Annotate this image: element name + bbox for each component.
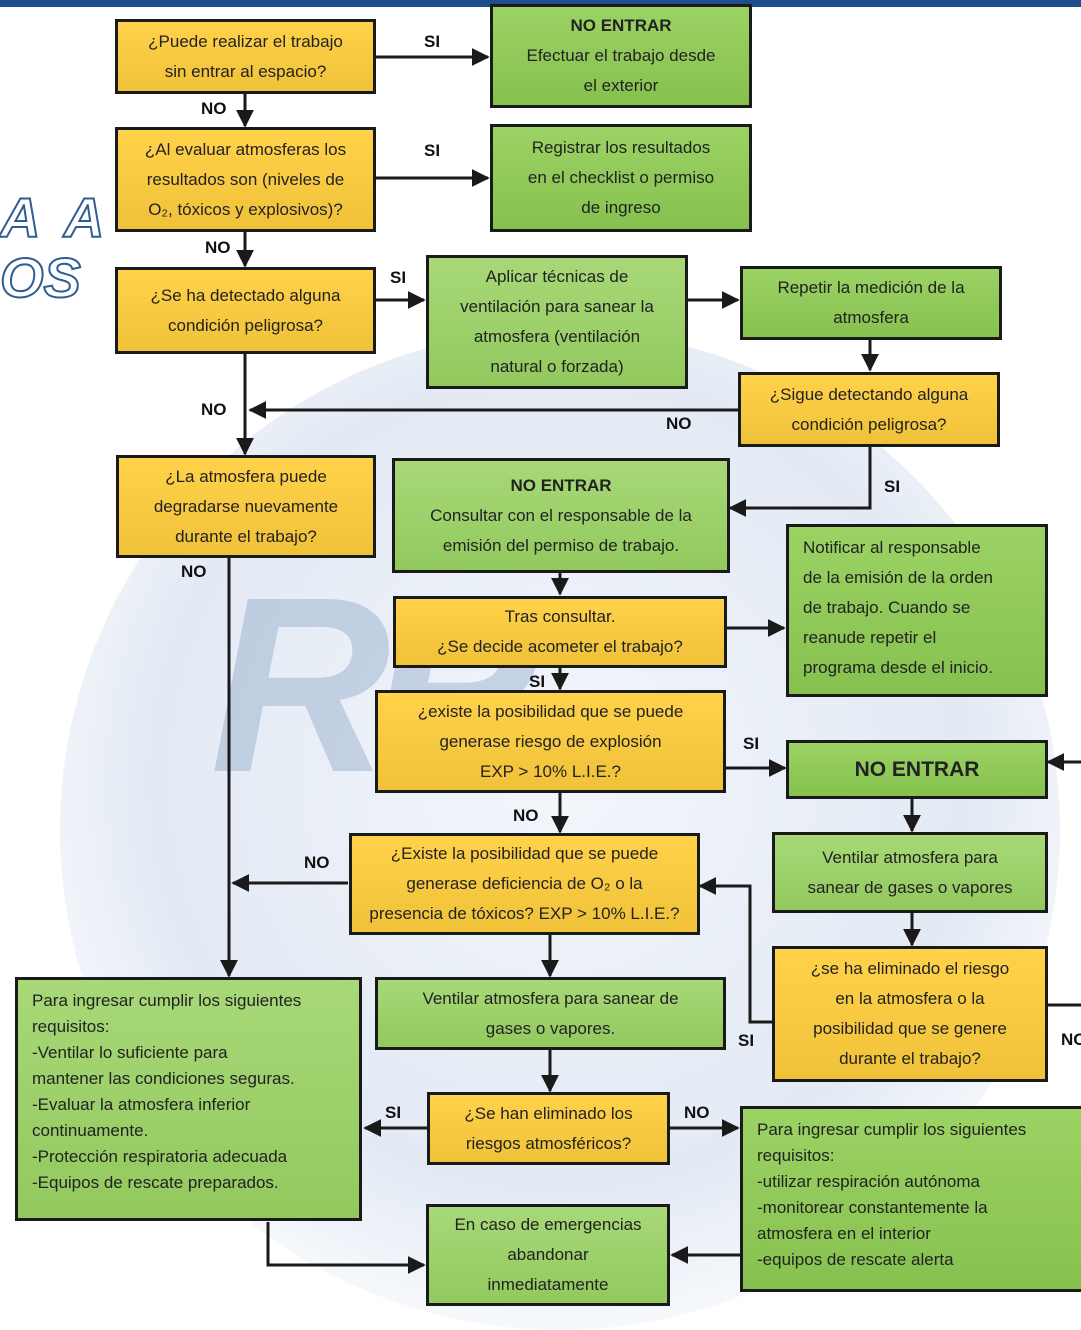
action-register-results: Registrar los resultados en el checklist… <box>490 124 752 232</box>
label-no-q8: NO <box>1061 1030 1081 1049</box>
action-no-entry-body: Efectuar el trabajo desde el exterior <box>526 46 716 95</box>
action-consult-responsible: NO ENTRAR Consultar con el responsable d… <box>392 458 730 573</box>
question-atmosphere-degrade: ¿La atmosfera puede degradarse nuevament… <box>116 455 376 558</box>
question-decide-proceed: Tras consultar. ¿Se decide acometer el t… <box>393 596 727 668</box>
action-notify-responsible: Notificar al responsable de la emisión d… <box>786 524 1048 697</box>
label-no-q2: NO <box>205 238 231 257</box>
action-no-entry-outside: NO ENTRAR Efectuar el trabajo desde el e… <box>490 4 752 108</box>
label-no-q1: NO <box>201 99 227 118</box>
action-ventilate-atmosphere: Ventilar atmosfera para sanear de gases … <box>375 977 726 1050</box>
question-atmosphere-results: ¿Al evaluar atmosferas los resultados so… <box>115 127 376 232</box>
requirements-autonomous-breathing: Para ingresar cumplir los siguientes req… <box>740 1106 1081 1292</box>
label-no-q3b: NO <box>666 414 692 433</box>
watermark-text-2: OS <box>0 245 82 310</box>
label-no-q9: NO <box>684 1103 710 1122</box>
label-no-q4: NO <box>181 562 207 581</box>
action-apply-ventilation: Aplicar técnicas de ventilación para san… <box>426 255 688 389</box>
requirements-standard-entry: Para ingresar cumplir los siguientes req… <box>15 977 362 1221</box>
question-work-from-outside: ¿Puede realizar el trabajo sin entrar al… <box>115 19 376 94</box>
label-no-q3: NO <box>201 400 227 419</box>
label-no-q6: NO <box>513 806 539 825</box>
action-emergency-evacuate: En caso de emergencias abandonar inmedia… <box>426 1204 670 1306</box>
label-si-q8: SI <box>738 1031 755 1050</box>
action-repeat-measurement: Repetir la medición de la atmosfera <box>740 266 1002 340</box>
action-no-entry: NO ENTRAR <box>786 740 1048 799</box>
label-no-q7: NO <box>304 853 330 872</box>
question-risk-eliminated: ¿se ha eliminado el riesgo en la atmosfe… <box>772 946 1048 1082</box>
label-si-q3b: SI <box>884 477 901 496</box>
action-ventilate-gases: Ventilar atmosfera para sanear de gases … <box>772 832 1048 913</box>
top-bar <box>0 0 1081 7</box>
action-consult-body: Consultar con el responsable de la emisi… <box>430 505 692 555</box>
action-no-entry-title: NO ENTRAR <box>570 16 672 35</box>
label-si-q2: SI <box>424 141 441 160</box>
question-hazard-detected: ¿Se ha detectado alguna condición peligr… <box>115 267 376 354</box>
question-still-hazard: ¿Sigue detectando alguna condición pelig… <box>738 372 1000 447</box>
label-si-q1: SI <box>424 32 441 51</box>
label-si-q6: SI <box>743 734 760 753</box>
question-explosion-risk: ¿existe la posibilidad que se puede gene… <box>375 690 726 793</box>
action-no-entry-label: NO ENTRAR <box>854 757 980 781</box>
question-atmospheric-risks-eliminated: ¿Se han eliminado los riesgos atmosféric… <box>427 1092 670 1165</box>
action-consult-title: NO ENTRAR <box>510 475 612 495</box>
label-si-q3: SI <box>390 268 407 287</box>
label-si-q5: SI <box>529 672 546 691</box>
question-oxygen-toxic-risk: ¿Existe la posibilidad que se puede gene… <box>349 833 700 935</box>
watermark-text-1: A A <box>0 185 111 250</box>
label-si-q9: SI <box>385 1103 402 1122</box>
